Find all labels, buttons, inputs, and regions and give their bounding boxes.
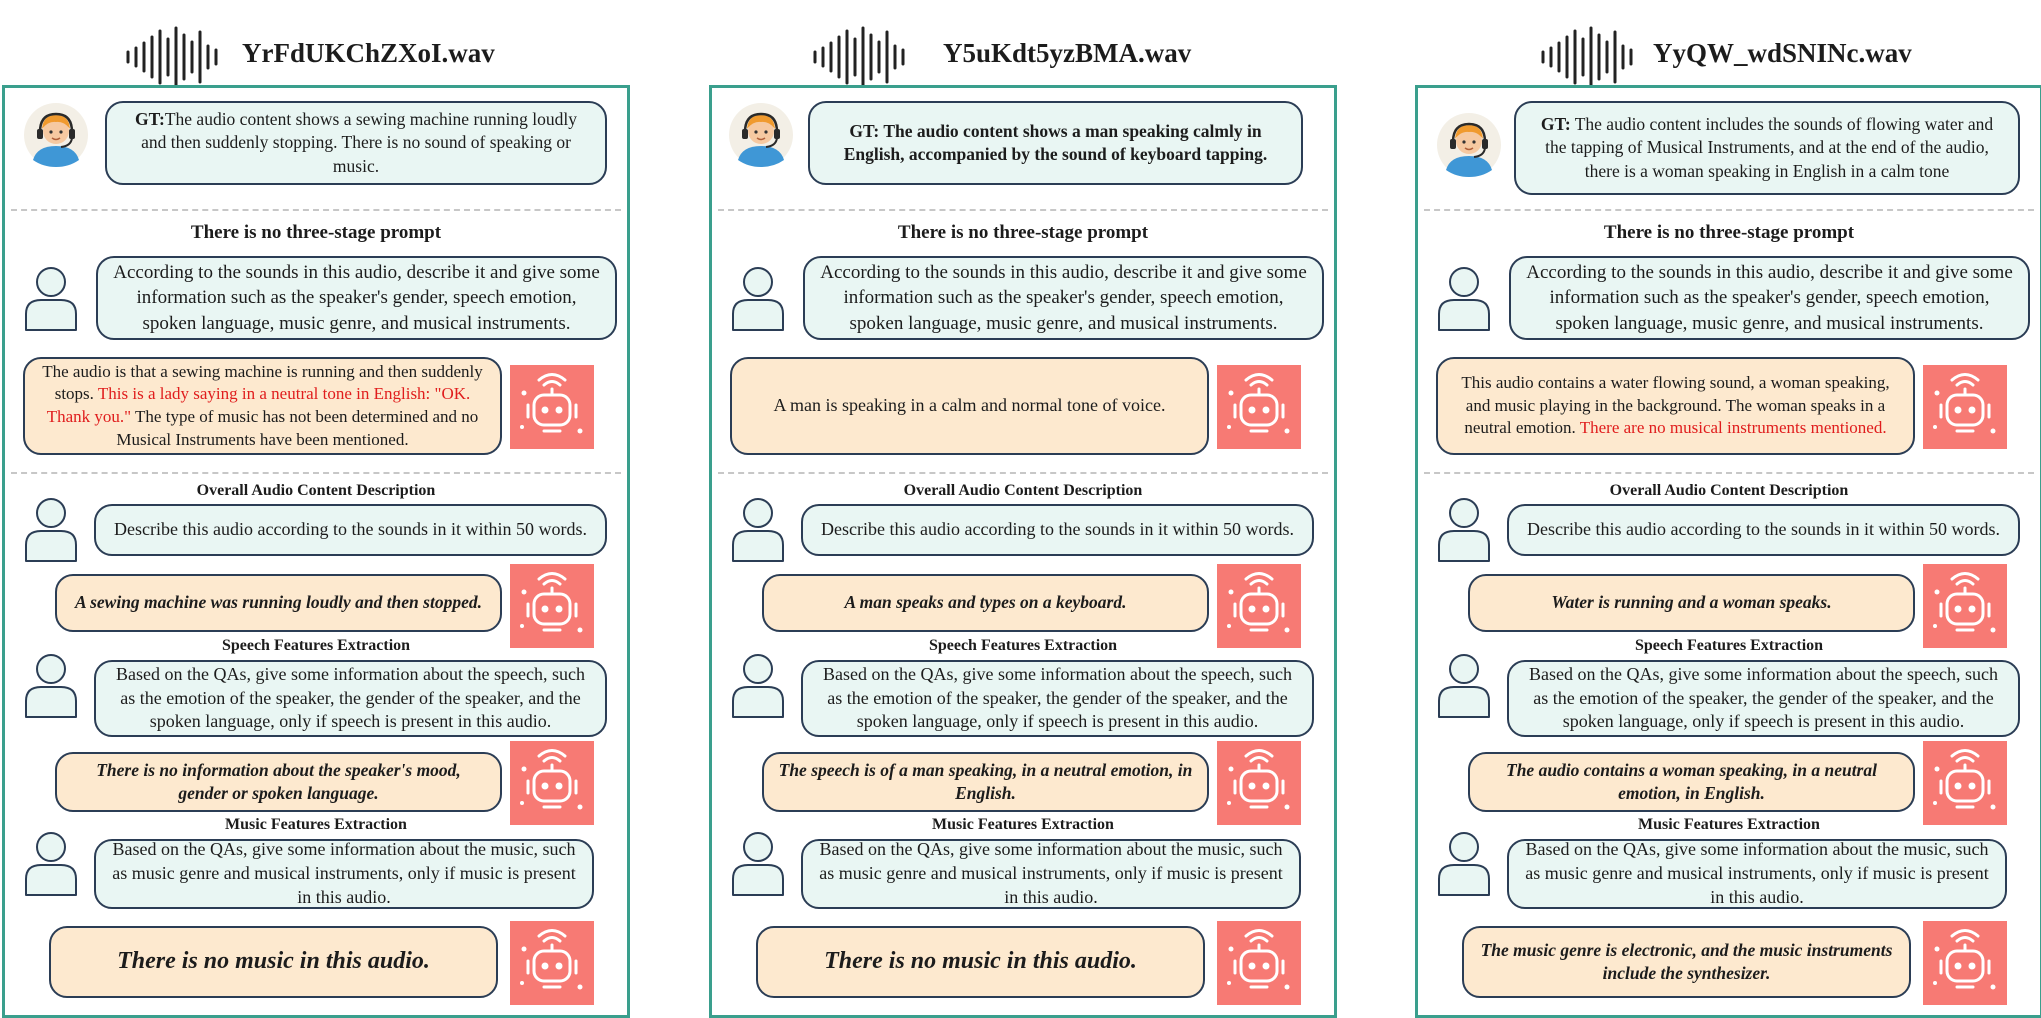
ground-truth-bubble: GT: The audio content shows a man speaki… [808, 101, 1303, 185]
robot-icon [1217, 365, 1301, 449]
user-prompt-bubble: Based on the QAs, give some information … [801, 660, 1314, 737]
example-column-3: YyQW_wdSNINc.wav GT: The audio content i… [1415, 0, 2041, 1018]
ai-answer-bubble: A sewing machine was running loudly and … [55, 574, 502, 632]
audio-file-header: Y5uKdt5yzBMA.wav [709, 22, 1335, 92]
user-icon [1436, 264, 1492, 332]
section-divider [1424, 472, 2034, 474]
gt-text: The audio content shows a sewing machine… [141, 109, 577, 176]
robot-icon [1217, 921, 1301, 1005]
ai-answer-bubble: This audio contains a water flowing soun… [1436, 357, 1915, 455]
user-icon [730, 829, 786, 897]
user-icon [730, 651, 786, 719]
waveform-icon [811, 26, 909, 88]
ai-answer-bubble: The speech is of a man speaking, in a ne… [762, 752, 1209, 812]
user-prompt-bubble: According to the sounds in this audio, d… [1509, 256, 2030, 340]
user-icon [1436, 829, 1492, 897]
section-title-speech: Speech Features Extraction [1634, 637, 1824, 654]
ai-answer-bubble: A man is speaking in a calm and normal t… [730, 357, 1209, 455]
user-prompt-bubble: Based on the QAs, give some information … [1507, 660, 2020, 737]
section-title-speech: Speech Features Extraction [928, 637, 1118, 654]
section-title-overall: Overall Audio Content Description [903, 482, 1143, 499]
section-divider [1424, 209, 2034, 211]
ai-answer-bubble: The audio is that a sewing machine is ru… [23, 357, 502, 455]
ground-truth-bubble: GT: The audio content includes the sound… [1514, 101, 2020, 195]
ai-answer-bubble: The audio contains a woman speaking, in … [1468, 752, 1915, 812]
gt-text: The audio content includes the sounds of… [1545, 114, 1994, 181]
waveform-icon [124, 26, 222, 88]
example-column-1: YrFdUKChZXoI.wav GT:The audio content sh… [2, 0, 630, 1018]
audio-filename: Y5uKdt5yzBMA.wav [943, 38, 1192, 68]
hallucination-highlight: There are no musical instruments mention… [1579, 418, 1887, 438]
audio-file-header: YyQW_wdSNINc.wav [1415, 22, 2041, 92]
example-column-2: Y5uKdt5yzBMA.wav GT: The audio content s… [709, 0, 1337, 1018]
user-icon [23, 829, 79, 897]
gt-label: GT: [849, 120, 880, 141]
user-prompt-bubble: Describe this audio according to the sou… [1507, 504, 2020, 556]
robot-icon [1217, 741, 1301, 825]
user-prompt-bubble: Based on the QAs, give some information … [1507, 839, 2007, 909]
waveform-icon [1539, 26, 1637, 88]
user-icon [23, 264, 79, 332]
section-title-no-prompt: There is no three-stage prompt [897, 222, 1149, 243]
example-panel: GT: The audio content shows a man speaki… [709, 85, 1337, 1018]
section-title-no-prompt: There is no three-stage prompt [190, 222, 442, 243]
user-prompt-bubble: Describe this audio according to the sou… [801, 504, 1314, 556]
robot-icon [510, 921, 594, 1005]
ai-answer-bubble: The music genre is electronic, and the m… [1462, 926, 1911, 998]
user-prompt-bubble: Based on the QAs, give some information … [801, 839, 1301, 909]
section-title-speech: Speech Features Extraction [221, 637, 411, 654]
ai-answer-bubble: There is no music in this audio. [756, 926, 1205, 998]
headset-avatar-icon [728, 102, 794, 168]
section-title-overall: Overall Audio Content Description [196, 482, 436, 499]
robot-icon [510, 741, 594, 825]
gt-text: The audio content shows a man speaking c… [843, 120, 1268, 164]
ai-answer-bubble: There is no information about the speake… [55, 752, 502, 812]
user-prompt-bubble: According to the sounds in this audio, d… [803, 256, 1324, 340]
robot-icon [1923, 564, 2007, 648]
robot-icon [510, 365, 594, 449]
section-title-music: Music Features Extraction [225, 816, 407, 833]
hallucination-highlight: This is a lady saying in a neutral tone … [46, 384, 471, 426]
robot-icon [1923, 741, 2007, 825]
section-divider [718, 472, 1328, 474]
user-icon [730, 264, 786, 332]
user-icon [1436, 495, 1492, 563]
user-icon [1436, 651, 1492, 719]
audio-filename: YrFdUKChZXoI.wav [242, 38, 495, 68]
ai-answer-bubble: There is no music in this audio. [49, 926, 498, 998]
section-title-no-prompt: There is no three-stage prompt [1603, 222, 1855, 243]
audio-filename: YyQW_wdSNINc.wav [1653, 38, 1912, 68]
user-prompt-bubble: Describe this audio according to the sou… [94, 504, 607, 556]
user-prompt-bubble: According to the sounds in this audio, d… [96, 256, 617, 340]
user-prompt-bubble: Based on the QAs, give some information … [94, 839, 594, 909]
user-icon [23, 495, 79, 563]
ai-answer-bubble: A man speaks and types on a keyboard. [762, 574, 1209, 632]
headset-avatar-icon [1436, 112, 1502, 178]
robot-icon [1923, 365, 2007, 449]
section-divider [718, 209, 1328, 211]
robot-icon [510, 564, 594, 648]
gt-label: GT: [135, 109, 165, 130]
example-panel: GT:The audio content shows a sewing mach… [2, 85, 630, 1018]
ai-answer-bubble: Water is running and a woman speaks. [1468, 574, 1915, 632]
user-prompt-bubble: Based on the QAs, give some information … [94, 660, 607, 737]
user-icon [730, 495, 786, 563]
headset-avatar-icon [23, 102, 89, 168]
section-title-music: Music Features Extraction [932, 816, 1114, 833]
section-divider [11, 209, 621, 211]
example-panel: GT: The audio content includes the sound… [1415, 85, 2041, 1018]
audio-file-header: YrFdUKChZXoI.wav [2, 22, 628, 92]
robot-icon [1217, 564, 1301, 648]
ground-truth-bubble: GT:The audio content shows a sewing mach… [105, 101, 607, 185]
gt-label: GT: [1540, 114, 1571, 135]
section-title-music: Music Features Extraction [1638, 816, 1820, 833]
user-icon [23, 651, 79, 719]
section-title-overall: Overall Audio Content Description [1609, 482, 1849, 499]
robot-icon [1923, 921, 2007, 1005]
section-divider [11, 472, 621, 474]
